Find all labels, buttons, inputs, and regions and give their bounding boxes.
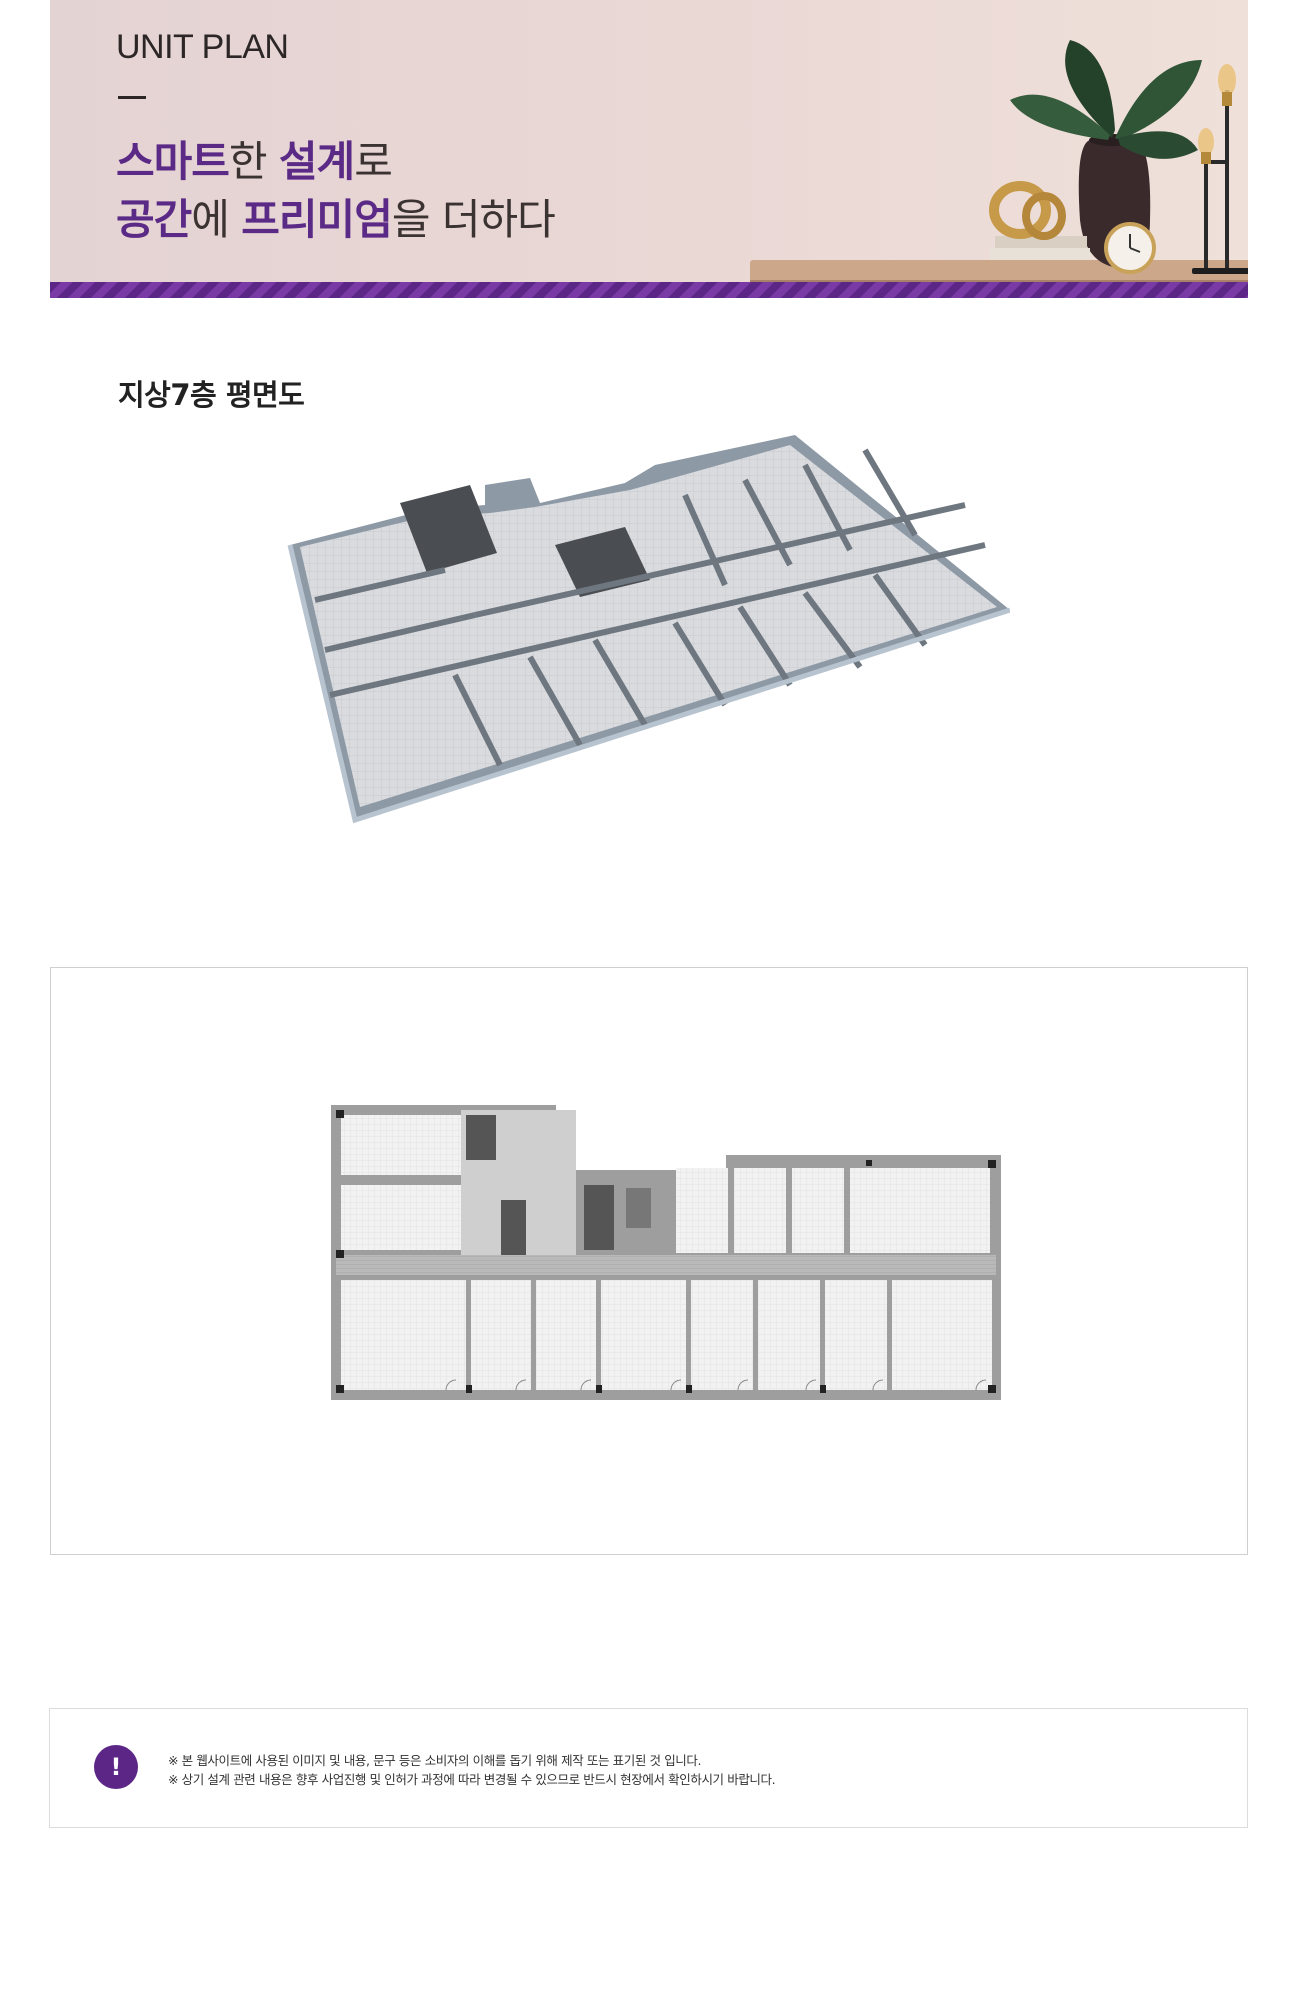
floor-plan-2d-panel <box>50 967 1248 1555</box>
disclaimer-text: ※ 본 웹사이트에 사용된 이미지 및 내용, 문구 등은 소비자의 이해를 돕… <box>168 1751 776 1789</box>
disclaimer-line-2: ※ 상기 설계 관련 내용은 향후 사업진행 및 인허가 과정에 따라 변경될 … <box>168 1772 776 1787</box>
hero-headline-line1: 스마트한 설계로 <box>116 128 393 189</box>
hero-line1-segment: 로 <box>354 137 393 186</box>
hero-line1-segment: 설계 <box>278 137 355 186</box>
hero-line2-segment: 프리미엄 <box>241 195 393 244</box>
hero-divider <box>118 96 146 99</box>
hero-line2-segment: 을 더하다 <box>391 195 556 244</box>
disclaimer-notice: ! ※ 본 웹사이트에 사용된 이미지 및 내용, 문구 등은 소비자의 이해를… <box>49 1708 1248 1828</box>
disclaimer-line-1: ※ 본 웹사이트에 사용된 이미지 및 내용, 문구 등은 소비자의 이해를 돕… <box>168 1753 702 1768</box>
hero-stripe <box>50 282 1248 298</box>
hero-line2-segment: 공간 <box>116 195 192 244</box>
hero-line2-segment: 에 <box>191 195 242 244</box>
floor-plan-3d-image <box>285 435 1011 835</box>
hero-banner: UNIT PLAN 스마트한 설계로 공간에 프리미엄을 더하다 <box>50 0 1248 298</box>
hero-line1-segment: 한 <box>228 137 279 186</box>
alert-icon: ! <box>94 1745 138 1789</box>
floor-plan-2d-image <box>326 1100 1006 1410</box>
decor-still-life <box>989 40 1248 274</box>
shelf-edge <box>750 280 1248 282</box>
hero-headline-line2: 공간에 프리미엄을 더하다 <box>116 186 556 247</box>
hero-eyebrow: UNIT PLAN <box>116 28 289 66</box>
floor-plan-title: 지상7층 평면도 <box>118 378 305 412</box>
hero-line1-segment: 스마트 <box>116 137 230 186</box>
